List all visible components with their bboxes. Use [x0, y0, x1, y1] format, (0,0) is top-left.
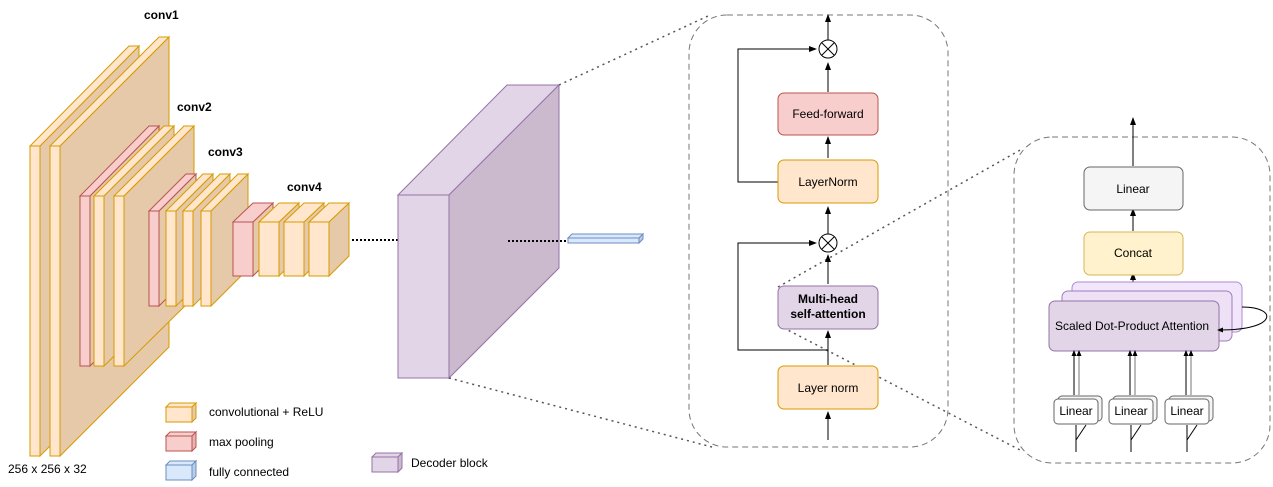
legend: convolutional + ReLU max pooling fully c…: [164, 401, 489, 482]
linear-output-label: Linear: [1116, 182, 1149, 196]
linear-k-stack: Linear: [1108, 350, 1158, 452]
legend-decoder-block-label: Decoder block: [411, 456, 489, 470]
conv3-label: conv3: [208, 145, 243, 159]
multi-head-attention-box: Multi-head self-attention: [777, 285, 879, 330]
decoder-detail-panel: Feed-forward LayerNorm Multi-head self-a…: [688, 14, 949, 448]
conv4-layer-c: [307, 201, 351, 278]
legend-max-pooling: max pooling: [164, 430, 274, 453]
legend-decoder-block: Decoder block: [370, 451, 489, 474]
decoder-block-3d: [396, 83, 561, 380]
cnn-feature-extractor: conv1 conv2 conv3 conv4 256 x 256 x 32: [8, 8, 351, 476]
add-op-top-icon: [818, 39, 838, 59]
input-dimension-label: 256 x 256 x 32: [8, 462, 87, 476]
mha-label-line2: self-attention: [790, 307, 865, 321]
add-op-bottom-icon: [818, 233, 838, 253]
conv2-label: conv2: [177, 100, 212, 114]
linear-k-label: Linear: [1114, 404, 1147, 418]
legend-fully-connected: fully connected: [164, 459, 289, 482]
layernorm-top-box: LayerNorm: [777, 159, 879, 204]
concat-box: Concat: [1083, 231, 1184, 276]
legend-conv-relu-label: convolutional + ReLU: [209, 405, 323, 419]
linear-q-stack: Linear: [1053, 350, 1103, 452]
zoom-line-decoder-bottom: [448, 377, 713, 448]
layernorm-bottom-box: Layer norm: [777, 365, 879, 410]
mha-label-line1: Multi-head: [798, 292, 858, 306]
linear-q-label: Linear: [1059, 404, 1092, 418]
concat-label: Concat: [1114, 246, 1153, 260]
conv1-label: conv1: [144, 8, 179, 22]
sdpa-stack: Scaled Dot-Product Attention: [1048, 281, 1268, 352]
layernorm-bottom-label: Layer norm: [798, 381, 859, 395]
legend-max-pooling-label: max pooling: [209, 435, 274, 449]
legend-fully-connected-label: fully connected: [209, 465, 289, 479]
conv4-label: conv4: [287, 180, 322, 194]
fully-connected-layer: [566, 232, 645, 245]
linear-v-stack: Linear: [1164, 350, 1214, 452]
attention-detail-panel: Linear Concat Scaled Dot-Product Attenti…: [1013, 117, 1271, 464]
feed-forward-label: Feed-forward: [792, 107, 863, 121]
legend-conv-relu: convolutional + ReLU: [164, 401, 323, 424]
feed-forward-box: Feed-forward: [777, 92, 879, 136]
linear-v-label: Linear: [1170, 404, 1203, 418]
linear-output-box: Linear: [1083, 166, 1184, 211]
sdpa-label: Scaled Dot-Product Attention: [1055, 319, 1209, 333]
zoom-line-attention-bottom: [777, 324, 1023, 452]
zoom-line-decoder-top: [558, 15, 709, 86]
layernorm-top-label: LayerNorm: [798, 175, 857, 189]
